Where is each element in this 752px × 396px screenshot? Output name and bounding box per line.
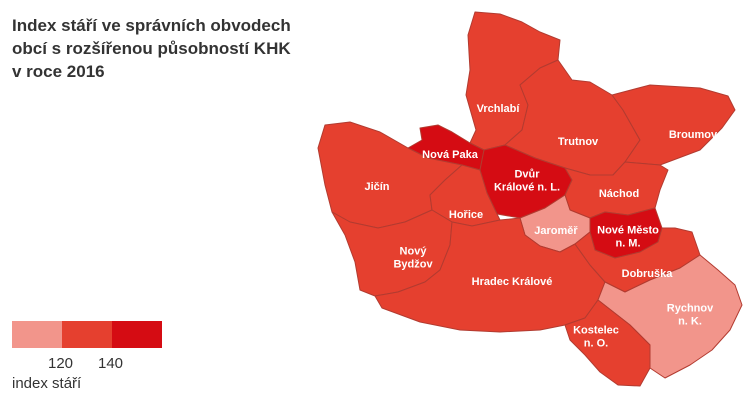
region-label-line: n. O. xyxy=(584,338,608,350)
region-label-line: Nový xyxy=(400,246,428,258)
region-label-line: Náchod xyxy=(599,188,639,200)
region-label-line: Králové n. L. xyxy=(494,182,560,194)
region-label-jicin: Jičín xyxy=(364,181,389,193)
region-label-line: Broumov xyxy=(669,129,718,141)
legend-swatch-high xyxy=(112,321,162,348)
region-label-trutnov: Trutnov xyxy=(558,136,599,148)
legend-tick-120: 120 xyxy=(48,355,74,372)
region-label-line: Trutnov xyxy=(558,136,599,148)
region-label-line: Jaroměř xyxy=(534,225,578,237)
legend-swatch-low xyxy=(12,321,62,348)
map-title: Index stáří ve správních obvodech obcí s… xyxy=(12,14,312,83)
region-shapes xyxy=(317,11,743,387)
region-label-dobruska: Dobruška xyxy=(622,268,674,280)
legend-tick-140: 140 xyxy=(98,355,124,372)
region-broumov xyxy=(611,84,736,166)
legend-title: index stáří xyxy=(12,375,82,392)
legend: 120 140 index stáří xyxy=(12,321,172,396)
region-label-line: Dvůr xyxy=(514,169,540,181)
region-label-line: Vrchlabí xyxy=(477,103,521,115)
region-label-line: Nové Město xyxy=(597,225,659,237)
region-label-nova-paka: Nová Paka xyxy=(422,149,479,161)
region-kostelec xyxy=(564,299,651,387)
region-label-hradec-kralove: Hradec Králové xyxy=(472,276,553,288)
legend-swatch-mid xyxy=(62,321,112,348)
map-title-line-3: v roce 2016 xyxy=(12,62,105,81)
map-title-line-2: obcí s rozšířenou působností KHK xyxy=(12,39,291,58)
region-label-line: Bydžov xyxy=(393,259,433,271)
region-label-line: Hradec Králové xyxy=(472,276,553,288)
region-label-line: Rychnov xyxy=(667,303,714,315)
region-label-line: Kostelec xyxy=(573,325,619,337)
region-label-line: n. M. xyxy=(615,238,640,250)
region-label-line: Hořice xyxy=(449,209,483,221)
region-label-vrchlabi: Vrchlabí xyxy=(477,103,521,115)
map-title-line-1: Index stáří ve správních obvodech xyxy=(12,16,291,35)
region-label-line: Nová Paka xyxy=(422,149,479,161)
region-label-jaromer: Jaroměř xyxy=(534,225,578,237)
region-label-line: Jičín xyxy=(364,181,389,193)
region-label-nachod: Náchod xyxy=(599,188,639,200)
region-label-horice: Hořice xyxy=(449,209,483,221)
region-label-broumov: Broumov xyxy=(669,129,718,141)
region-label-line: n. K. xyxy=(678,316,702,328)
region-label-line: Dobruška xyxy=(622,268,674,280)
